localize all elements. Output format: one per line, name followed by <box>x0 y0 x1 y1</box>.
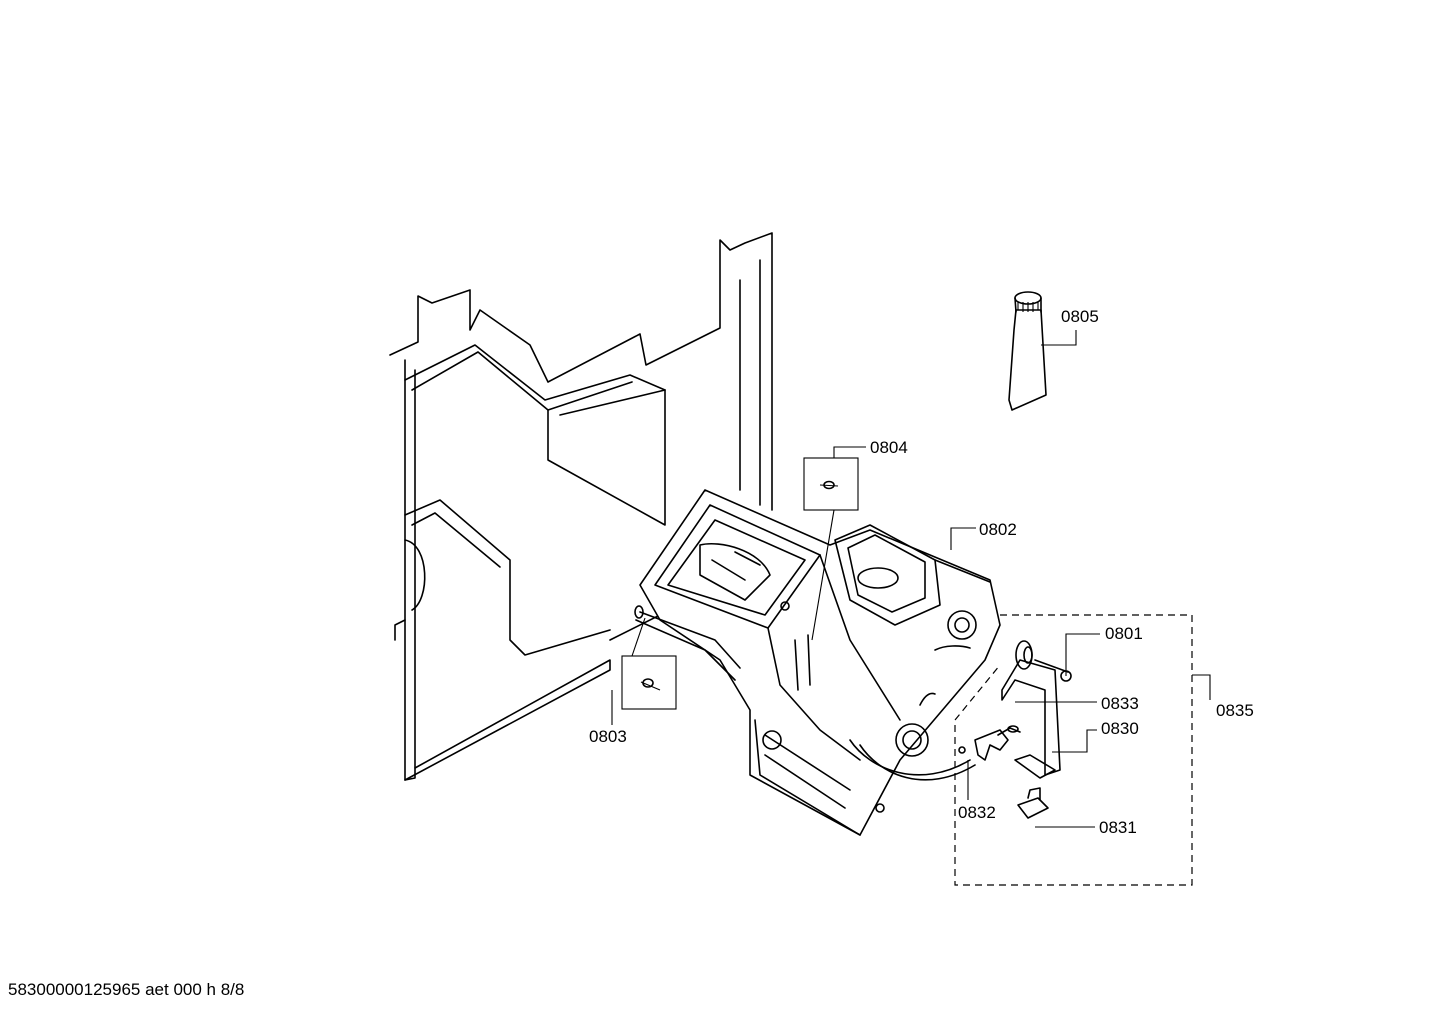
label-0832: 0832 <box>958 803 996 822</box>
label-0833: 0833 <box>1101 694 1139 713</box>
leader-lines <box>611 330 1211 828</box>
grease-tube-0805 <box>1008 291 1047 411</box>
housing-frame <box>389 232 773 781</box>
label-0830: 0830 <box>1101 719 1139 738</box>
document-id-footer: 58300000125965 aet 000 h 8/8 <box>8 980 245 999</box>
label-0803: 0803 <box>589 727 627 746</box>
label-0831: 0831 <box>1099 818 1137 837</box>
assembly-0835 <box>954 614 1193 886</box>
label-0835: 0835 <box>1216 701 1254 720</box>
part-labels: 0805 0804 0802 0801 0833 0835 0830 0803 … <box>589 307 1254 837</box>
label-0805: 0805 <box>1061 307 1099 326</box>
label-0802: 0802 <box>979 520 1017 539</box>
label-0801: 0801 <box>1105 624 1143 643</box>
label-0804: 0804 <box>870 438 908 457</box>
seal-0803 <box>621 617 677 710</box>
brewing-unit <box>634 489 1001 836</box>
seal-0804 <box>803 457 859 641</box>
